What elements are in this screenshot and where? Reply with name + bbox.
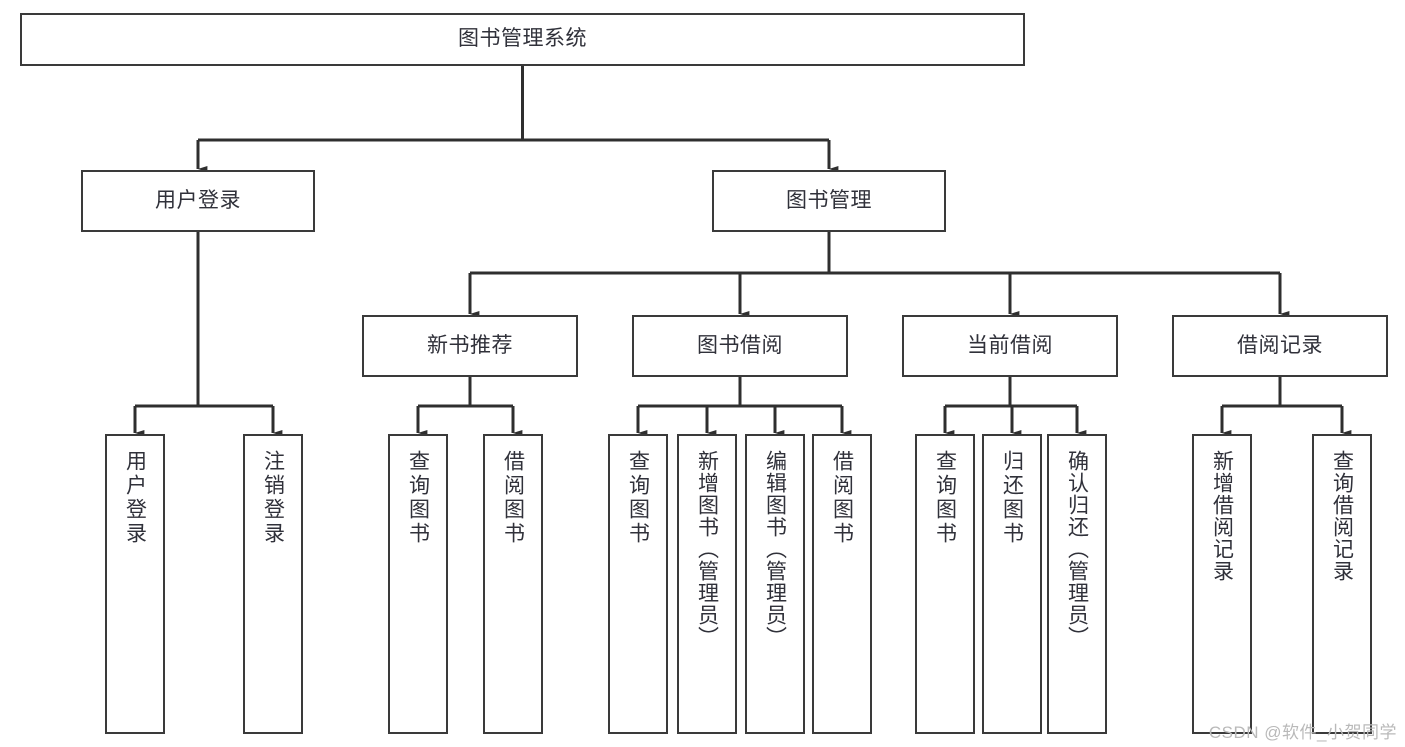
node-book-borrow-label: 图书借阅	[697, 333, 783, 357]
node-leaf-add-book-label: 新增图书（管理员）	[695, 450, 719, 648]
node-current-borrow-label: 当前借阅	[967, 333, 1053, 357]
node-leaf-borrow-book-1[interactable]: 借阅图书	[483, 434, 543, 734]
node-current-borrow[interactable]: 当前借阅	[902, 315, 1118, 377]
node-root-root[interactable]: 图书管理系统	[20, 13, 1025, 66]
node-leaf-return-book[interactable]: 归还图书	[982, 434, 1042, 734]
node-leaf-query-book-1[interactable]: 查询图书	[388, 434, 448, 734]
node-leaf-query-book-1-label: 查询图书	[406, 450, 430, 546]
node-user-login-label: 用户登录	[155, 188, 241, 212]
node-book-borrow[interactable]: 图书借阅	[632, 315, 848, 377]
node-borrow-record-label: 借阅记录	[1237, 333, 1323, 357]
node-leaf-edit-book-label: 编辑图书（管理员）	[763, 450, 787, 648]
node-leaf-borrow-book-2[interactable]: 借阅图书	[812, 434, 872, 734]
node-leaf-edit-book[interactable]: 编辑图书（管理员）	[745, 434, 805, 734]
node-new-book-rec[interactable]: 新书推荐	[362, 315, 578, 377]
node-leaf-logout-label: 注销登录	[261, 450, 285, 546]
node-leaf-query-record[interactable]: 查询借阅记录	[1312, 434, 1372, 734]
node-leaf-return-book-label: 归还图书	[1000, 450, 1024, 546]
node-new-book-rec-label: 新书推荐	[427, 333, 513, 357]
node-leaf-query-book-2[interactable]: 查询图书	[608, 434, 668, 734]
node-user-login[interactable]: 用户登录	[81, 170, 315, 232]
node-leaf-borrow-book-1-label: 借阅图书	[501, 450, 525, 546]
node-leaf-user-login-label: 用户登录	[123, 450, 147, 546]
node-leaf-confirm-return-label: 确认归还（管理员）	[1065, 450, 1089, 648]
node-leaf-user-login[interactable]: 用户登录	[105, 434, 165, 734]
node-leaf-query-book-3[interactable]: 查询图书	[915, 434, 975, 734]
node-borrow-record[interactable]: 借阅记录	[1172, 315, 1388, 377]
node-leaf-borrow-book-2-label: 借阅图书	[830, 450, 854, 546]
node-leaf-logout[interactable]: 注销登录	[243, 434, 303, 734]
node-root-root-label: 图书管理系统	[458, 27, 587, 51]
node-book-manage-label: 图书管理	[786, 188, 872, 212]
node-leaf-query-book-2-label: 查询图书	[626, 450, 650, 546]
node-leaf-query-record-label: 查询借阅记录	[1330, 450, 1354, 582]
node-leaf-add-record[interactable]: 新增借阅记录	[1192, 434, 1252, 734]
node-leaf-add-record-label: 新增借阅记录	[1210, 450, 1234, 582]
node-leaf-add-book[interactable]: 新增图书（管理员）	[677, 434, 737, 734]
node-leaf-confirm-return[interactable]: 确认归还（管理员）	[1047, 434, 1107, 734]
node-book-manage[interactable]: 图书管理	[712, 170, 946, 232]
node-leaf-query-book-3-label: 查询图书	[933, 450, 957, 546]
